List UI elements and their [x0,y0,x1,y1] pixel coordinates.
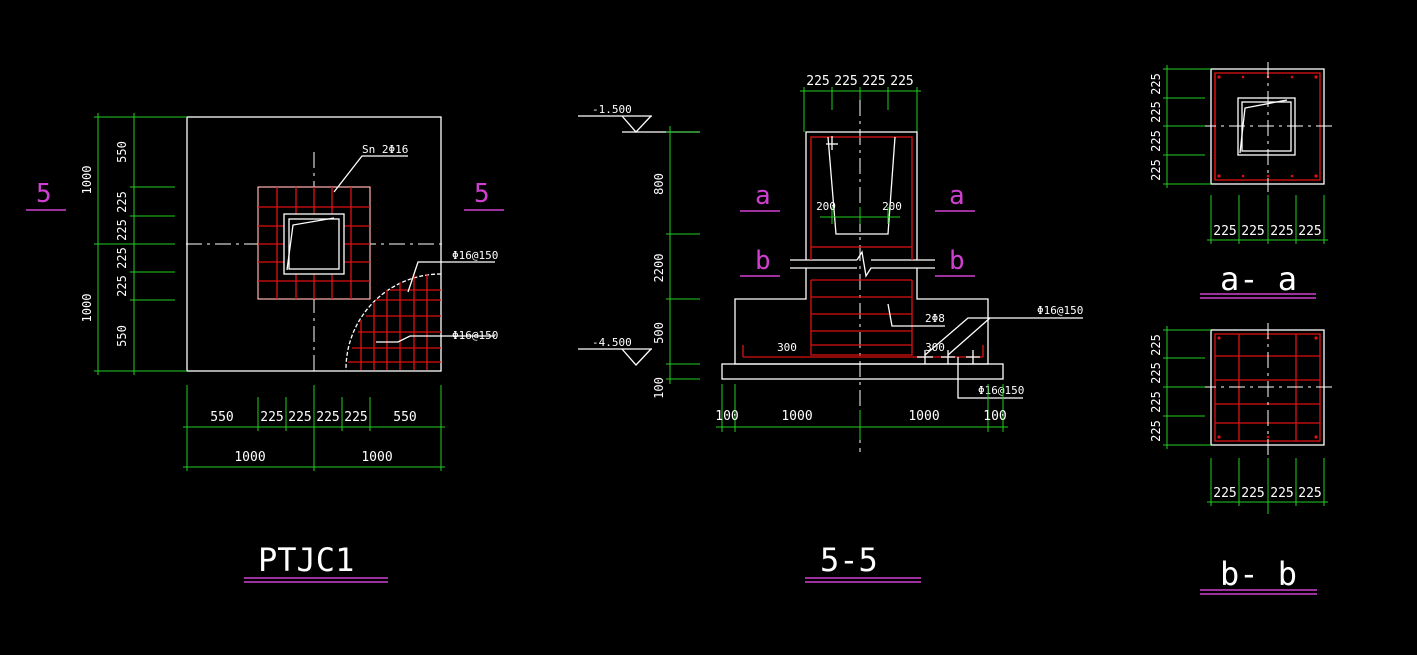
s55-left-dim-2: 2200 [652,254,666,283]
s55-dim-200-left: 200 [816,200,836,213]
leader-s55-bars-2 [957,357,1023,399]
aa-left-dims: 225 225 225 225 [1149,65,1211,188]
s55-title: 5-5 [820,541,878,579]
s55-top-dim-2: 225 [834,74,857,89]
s55-note-2phi8: 2Φ8 [925,312,945,325]
aa-left-dim-2: 225 [1149,101,1163,123]
level-top-text: -1.500 [592,103,632,116]
aa-bottom-dim-4: 225 [1298,224,1321,239]
plan-left-dim-outer-2: 1000 [80,294,94,323]
s55-bottom-dim-2: 1000 [781,409,812,424]
bb-left-dim-2: 225 [1149,362,1163,384]
plan-bottom-dim-4: 225 [316,410,339,425]
cut-a-right: a [949,181,965,211]
bb-bottom-dim-1: 225 [1213,486,1236,501]
plan-note-bars-2: Φ16@150 [452,329,498,342]
s55-left-dim-1: 800 [652,173,666,195]
cut-b-right: b [949,246,965,276]
bb-bottom-dim-3: 225 [1270,486,1293,501]
level-marker-bottom: -4.500 [578,336,652,366]
plan-bottom-dim-2: 225 [260,410,283,425]
plan-bottom-dim-3: 225 [288,410,311,425]
pedestal-inner [827,136,896,235]
aa-left-dim-3: 225 [1149,130,1163,152]
footing-section-outline [734,268,989,365]
plan-bottom-dims: 550 225 225 225 225 550 1000 1000 [183,385,445,471]
cut-a-left: a [755,181,771,211]
plan-bottom-dim-outer-2: 1000 [361,450,392,465]
s55-dim-200-right: 200 [882,200,902,213]
break-line [790,250,935,278]
blinding-layer [721,363,1004,380]
plan-note-bars-1: Φ16@150 [452,249,498,262]
plan-left-dims: 550 225 225 225 225 550 1000 1000 [80,113,187,375]
plan-left-dim-outer-1: 1000 [80,166,94,195]
bb-left-dim-4: 225 [1149,420,1163,442]
s55-dim-300-left: 300 [777,341,797,354]
plan-left-dim-4: 225 [115,247,129,269]
leader-bars-2 [376,335,495,343]
s55-left-dims: 800 2200 500 100 [652,126,700,399]
section-a-a: 225 225 225 225 225 225 225 225 a- a [1149,62,1335,299]
plan-bottom-dim-1: 550 [210,410,233,425]
s55-note-bars-1: Φ16@150 [1037,304,1083,317]
plan-left-dim-6: 550 [115,325,129,347]
s55-bottom-dim-4: 100 [983,409,1006,424]
s55-top-dim-3: 225 [862,74,885,89]
bb-left-dims: 225 225 225 225 [1149,326,1211,449]
bb-bottom-dim-2: 225 [1241,486,1264,501]
s55-bottom-dim-3: 1000 [908,409,939,424]
bb-left-dim-1: 225 [1149,334,1163,356]
level-bottom-text: -4.500 [592,336,632,349]
aa-bottom-dim-1: 225 [1213,224,1236,239]
bb-bottom-dims: 225 225 225 225 [1207,458,1328,514]
aa-bottom-dim-2: 225 [1241,224,1264,239]
bb-title: b- b [1220,555,1297,593]
cut-marks: a a b b [740,181,975,277]
s55-bottom-dims: 100 1000 1000 100 [715,384,1008,440]
s55-top-dims: 225 225 225 225 [800,74,921,132]
level-marker-top: -1.500 [578,103,700,133]
s55-top-dim-4: 225 [890,74,913,89]
s55-left-dim-4: 100 [652,377,666,399]
plan-bottom-dim-5: 225 [344,410,367,425]
s55-note-bars-2: Φ16@150 [978,384,1024,397]
section-b-b: 225 225 225 225 225 225 225 225 b- b [1149,323,1335,595]
plan-section-mark-left: 5 [36,179,52,209]
cut-b-left: b [755,246,771,276]
plan-title: PTJC1 [258,541,354,579]
aa-bottom-dims: 225 225 225 225 [1207,195,1328,244]
plan-view: Sn 2Φ16 Φ16@150 Φ16@150 5 5 [26,113,504,583]
section-5-5: -1.500 -4.500 800 2200 500 100 [578,74,1083,583]
bb-left-dim-3: 225 [1149,391,1163,413]
plan-bottom-dim-6: 550 [393,410,416,425]
note-column-bars: Sn 2Φ16 [362,143,408,156]
column-upper-outline [805,131,918,260]
column-section [283,213,345,275]
plan-section-mark-right: 5 [474,179,490,209]
plan-left-dim-3: 225 [115,219,129,241]
aa-left-dim-1: 225 [1149,73,1163,95]
s55-left-dim-3: 500 [652,322,666,344]
bb-bottom-dim-4: 225 [1298,486,1321,501]
aa-title: a- a [1220,260,1297,298]
plan-left-dim-1: 550 [115,141,129,163]
plan-bottom-dim-outer-1: 1000 [234,450,265,465]
leader-bars-1 [407,261,495,293]
plan-left-dim-5: 225 [115,275,129,297]
s55-bottom-dim-1: 100 [715,409,738,424]
leader-s55-bars-1 [924,317,1083,356]
leader-sn [333,155,408,193]
plan-left-dim-2: 225 [115,191,129,213]
leader-2phi8 [887,303,945,327]
rebar-quarter-mesh [345,273,442,371]
aa-left-dim-4: 225 [1149,159,1163,181]
s55-column-rebar [742,136,984,358]
aa-bottom-dim-3: 225 [1270,224,1293,239]
s55-top-dim-1: 225 [806,74,829,89]
